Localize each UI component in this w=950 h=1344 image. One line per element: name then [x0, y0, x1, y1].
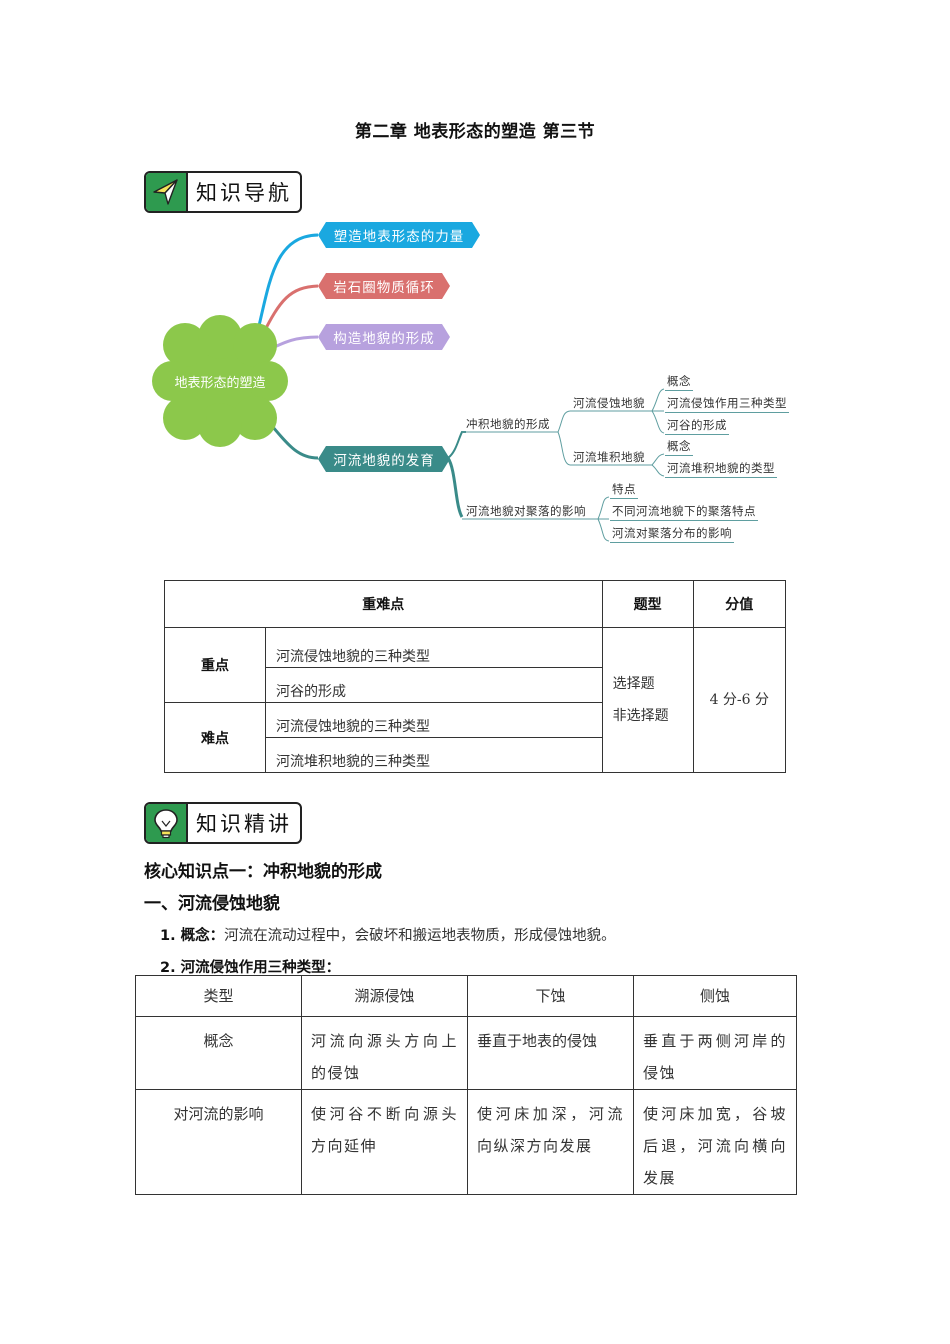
- mind-map-branch-river: 河流地貌的发育: [318, 446, 450, 472]
- table-cell: 河流侵蚀地貌的三种类型: [265, 702, 603, 738]
- table-cell: 使河床加宽，谷坡后退，河流向横向发展: [633, 1089, 797, 1195]
- table-header: 侧蚀: [633, 975, 797, 1017]
- section-badge-nav: 知识导航: [144, 171, 302, 213]
- concept-text: 河流在流动过程中，会破坏和搬运地表物质，形成侵蚀地貌。: [224, 928, 616, 944]
- table-row: 概念 河流向源头方向上的侵蚀 垂直于地表的侵蚀 垂直于两侧河岸的侵蚀: [135, 1016, 797, 1090]
- mind-map-branch-forces: 塑造地表形态的力量: [318, 222, 480, 248]
- key-label: 重点: [164, 627, 266, 703]
- table-row: 对河流的影响 使河谷不断向源头方向延伸 使河床加深，河流向纵深方向发展 使河床加…: [135, 1089, 797, 1195]
- score-cell: 4 分-6 分: [692, 627, 787, 773]
- table-cell: 河流向源头方向上的侵蚀: [301, 1016, 468, 1090]
- concept-label: 1. 概念：: [160, 928, 225, 944]
- mind-map-leaf: 河流对聚落分布的影响: [610, 526, 734, 543]
- section-badge-label: 知识导航: [196, 181, 292, 205]
- mind-map-settlement: 河流地貌对聚落的影响: [466, 504, 586, 518]
- concept-paragraph: 1. 概念：河流在流动过程中，会破坏和搬运地表物质，形成侵蚀地貌。: [160, 924, 616, 945]
- key-points-table: 重难点 题型 分值 重点 河流侵蚀地貌的三种类型 选择题 非选择题 4 分-6 …: [164, 580, 787, 773]
- mind-map-leaf: 特点: [610, 482, 638, 499]
- mind-map-leaf: 概念: [665, 374, 693, 391]
- mind-map-deposit-landform: 河流堆积地貌: [573, 450, 645, 464]
- paper-plane-icon: [146, 173, 188, 211]
- mind-map-leaf: 河流堆积地貌的类型: [665, 461, 777, 478]
- mind-map-root: 地表形态的塑造: [174, 376, 266, 391]
- row-label: 对河流的影响: [135, 1089, 302, 1195]
- mind-map-leaf: 概念: [665, 439, 693, 456]
- table-cell: 使河谷不断向源头方向延伸: [301, 1089, 468, 1195]
- types-label: 2. 河流侵蚀作用三种类型：: [160, 960, 341, 976]
- erosion-types-table: 类型 溯源侵蚀 下蚀 侧蚀 概念 河流向源头方向上的侵蚀 垂直于地表的侵蚀 垂直…: [135, 975, 797, 1195]
- question-type: 非选择题: [612, 708, 669, 724]
- page-title: 第二章 地表形态的塑造 第三节: [354, 122, 596, 142]
- table-cell: 河流堆积地貌的三种类型: [265, 737, 603, 773]
- table-header: 题型: [601, 580, 694, 628]
- mind-map-leaf: 不同河流地貌下的聚落特点: [610, 504, 758, 521]
- table-cell: 河谷的形成: [265, 667, 603, 703]
- core-heading: 核心知识点一：冲积地貌的形成: [144, 862, 382, 882]
- table-cell: 垂直于地表的侵蚀: [467, 1016, 634, 1090]
- table-header: 溯源侵蚀: [301, 975, 468, 1017]
- section-badge-label: 知识精讲: [196, 812, 292, 836]
- mind-map-connectors: [152, 233, 665, 542]
- table-cell: 垂直于两侧河岸的侵蚀: [633, 1016, 797, 1090]
- mind-map-erosion-landform: 河流侵蚀地貌: [573, 396, 645, 410]
- table-cell: 使河床加深，河流向纵深方向发展: [467, 1089, 634, 1195]
- row-label: 概念: [135, 1016, 302, 1090]
- mind-map-leaf: 河流侵蚀作用三种类型: [665, 396, 789, 413]
- section-heading: 一、河流侵蚀地貌: [144, 894, 280, 914]
- table-header: 类型: [135, 975, 302, 1017]
- table-header: 重难点: [164, 580, 603, 628]
- table-cell: 河流侵蚀地貌的三种类型: [265, 627, 603, 668]
- mind-map-alluvial: 冲积地貌的形成: [466, 417, 550, 431]
- lightbulb-icon: [146, 804, 188, 842]
- mind-map-leaf: 河谷的形成: [665, 418, 729, 435]
- section-badge-lecture: 知识精讲: [144, 802, 302, 844]
- mind-map-branch-rock-cycle: 岩石圈物质循环: [318, 273, 450, 299]
- hard-label: 难点: [164, 702, 266, 773]
- question-types-cell: 选择题 非选择题: [601, 627, 694, 773]
- cloud-root-shape: [152, 315, 288, 447]
- question-type: 选择题: [612, 676, 655, 692]
- table-header: 分值: [692, 580, 787, 628]
- mind-map: 地表形态的塑造 塑造地表形态的力量 岩石圈物质循环 构造地貌的形成 河流地貌的发…: [0, 0, 950, 560]
- table-header: 下蚀: [467, 975, 634, 1017]
- mind-map-branch-tectonic: 构造地貌的形成: [318, 324, 450, 350]
